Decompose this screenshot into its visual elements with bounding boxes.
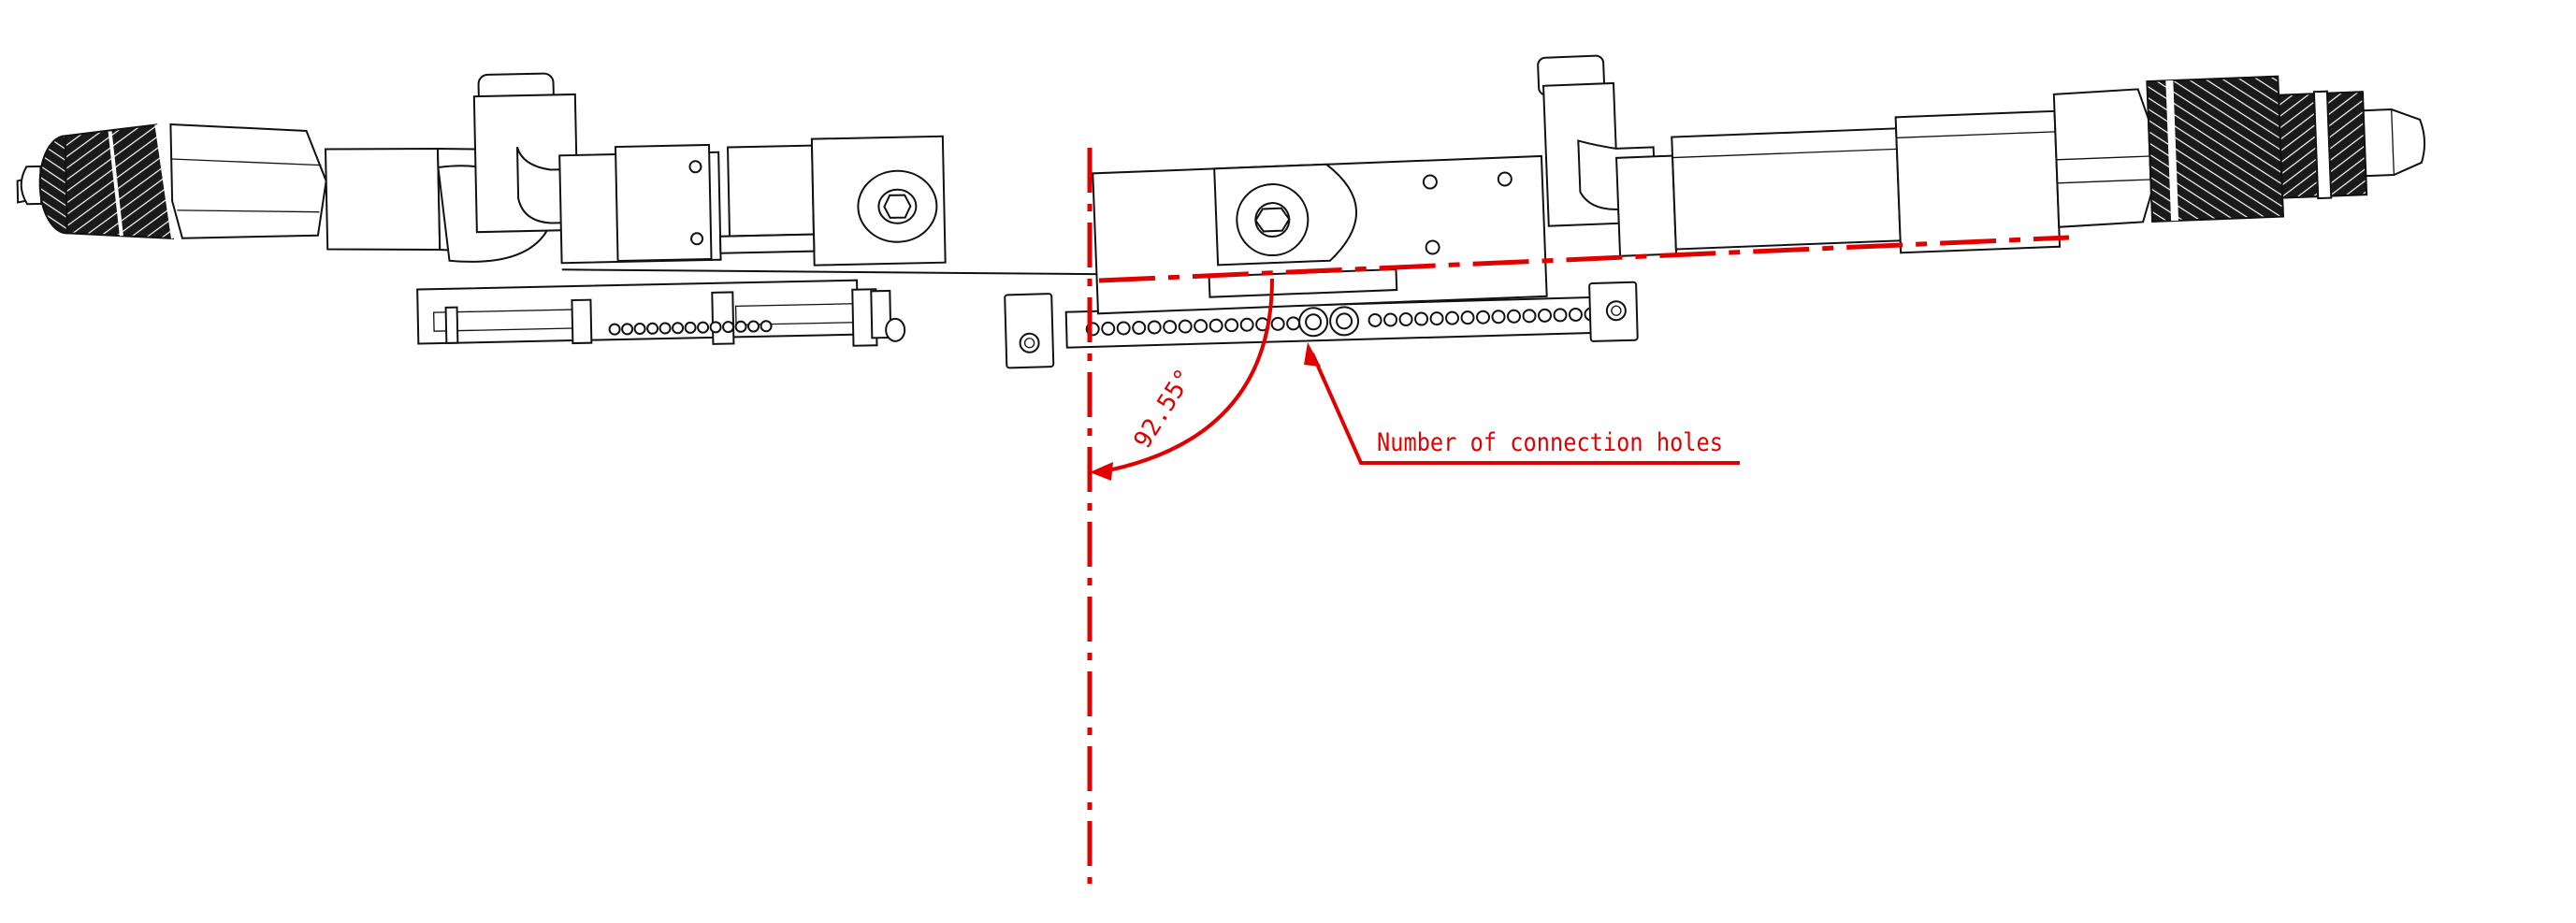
connection-hole [1507, 309, 1522, 324]
connection-hole [1568, 307, 1583, 322]
connection-hole [1178, 319, 1193, 334]
callout-label: Number of connection holes [1377, 428, 1723, 457]
connection-hole [1398, 312, 1413, 327]
connection-hole [1239, 317, 1254, 332]
end-hole-left [1019, 332, 1040, 353]
connection-hole [1553, 308, 1568, 323]
connection-hole [1101, 321, 1116, 336]
connection-hole [1476, 310, 1491, 324]
left-rail-hole [722, 321, 735, 334]
left-rail-hole [697, 321, 710, 334]
left-rail-hole [734, 320, 747, 333]
connection-hole [1368, 312, 1382, 327]
right-knurled-grip [2146, 75, 2425, 223]
left-rail-hole [747, 320, 760, 333]
connection-hole [1270, 316, 1285, 331]
left-arm-assembly [16, 72, 1133, 347]
right-arm-assembly [1092, 54, 2425, 315]
connection-hole [1224, 318, 1239, 333]
left-rail-hole [658, 322, 672, 335]
connection-hole [1538, 308, 1553, 323]
connection-hole [1460, 310, 1475, 325]
callout-arrowhead-icon [1304, 342, 1321, 367]
connection-hole [1194, 319, 1208, 334]
connection-hole [1414, 311, 1429, 326]
left-rail-hole [608, 323, 621, 336]
left-hole-strip [608, 320, 773, 336]
connection-hole [1491, 310, 1506, 324]
connection-hole [1383, 312, 1398, 327]
connection-hole [1147, 320, 1162, 335]
connection-hole [1116, 321, 1131, 336]
reference-axis-line [1098, 235, 2070, 283]
hex-socket-icon [1254, 207, 1291, 233]
left-knurled-grip [16, 123, 175, 240]
callout-leader [1310, 353, 1740, 465]
connection-hole [1522, 309, 1537, 324]
connection-hole [1429, 311, 1444, 326]
connection-hole [1208, 318, 1223, 333]
left-rail-hole [684, 321, 697, 334]
connection-hole [1132, 320, 1147, 335]
connection-hole [1163, 320, 1178, 335]
angle-arrowhead-icon [1090, 462, 1113, 481]
connection-hole [1286, 316, 1301, 331]
connection-hole [1445, 310, 1460, 325]
angle-arc [1098, 278, 1274, 474]
left-rail-hole [760, 320, 773, 333]
left-rail-hole [646, 322, 659, 335]
left-slide-rail [416, 279, 906, 347]
left-rail-hole [709, 321, 722, 334]
end-hole-right [1605, 300, 1627, 322]
left-hex-nut [169, 123, 327, 239]
left-rail-hole [633, 323, 646, 336]
left-rail-hole [621, 323, 634, 336]
left-rail-hole [672, 322, 685, 335]
